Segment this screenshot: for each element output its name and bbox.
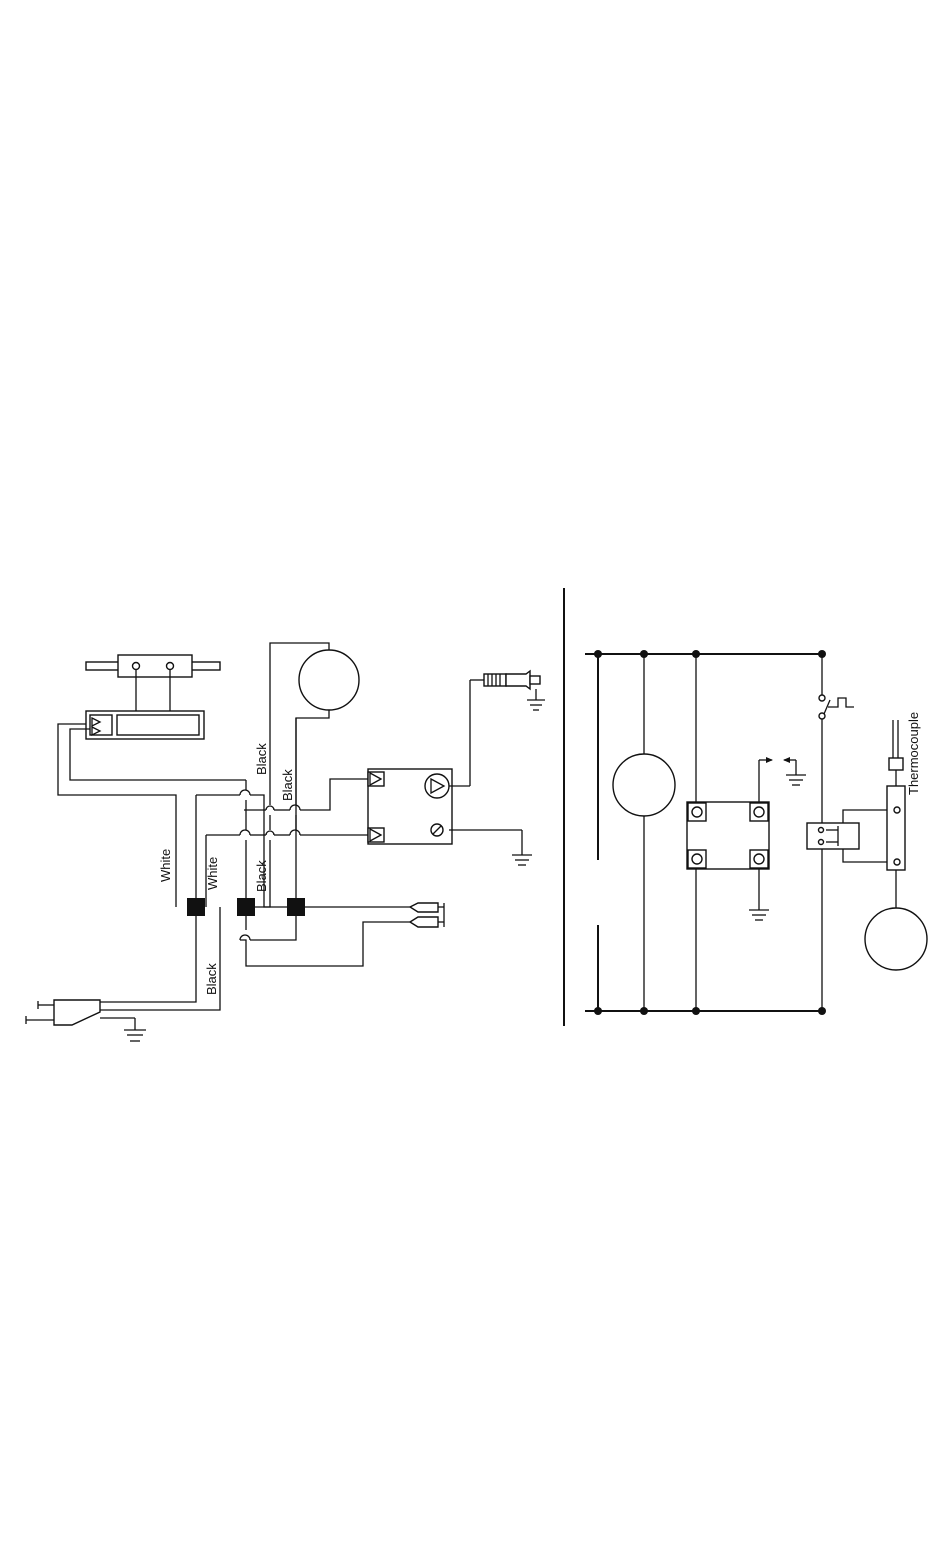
light-switch-icon <box>819 695 854 719</box>
wire-label: Black <box>254 860 269 892</box>
ground-icon <box>786 775 806 785</box>
wire-label: Black <box>280 769 295 801</box>
control-box <box>368 769 452 844</box>
wire-label: Black <box>204 963 219 995</box>
ground-icon <box>749 910 769 920</box>
motor-icon <box>613 754 675 816</box>
motor-icon <box>865 908 927 970</box>
ignitor-connector <box>449 671 540 786</box>
pilot-valve <box>807 823 859 849</box>
wire-label: White <box>158 849 173 882</box>
thermocouple-label: Thermocouple <box>906 712 921 795</box>
motor-icon <box>299 650 359 710</box>
thermostat-block <box>86 711 204 739</box>
valve-connector <box>410 903 444 927</box>
ground-icon <box>124 1030 146 1041</box>
control-module <box>687 802 769 869</box>
thermocouple <box>887 720 905 908</box>
wire-label: Black <box>254 743 269 775</box>
wire-label: White <box>205 857 220 890</box>
junction-block <box>237 898 255 916</box>
junction-block <box>187 898 205 916</box>
ground-icon <box>527 700 545 710</box>
junction-block <box>287 898 305 916</box>
ground-icon <box>512 855 532 865</box>
ladder-schematic: Thermocouple <box>585 650 927 1015</box>
plug-icon <box>26 1000 135 1030</box>
pictorial-wiring: White White Black Black Black Black <box>26 643 545 1041</box>
